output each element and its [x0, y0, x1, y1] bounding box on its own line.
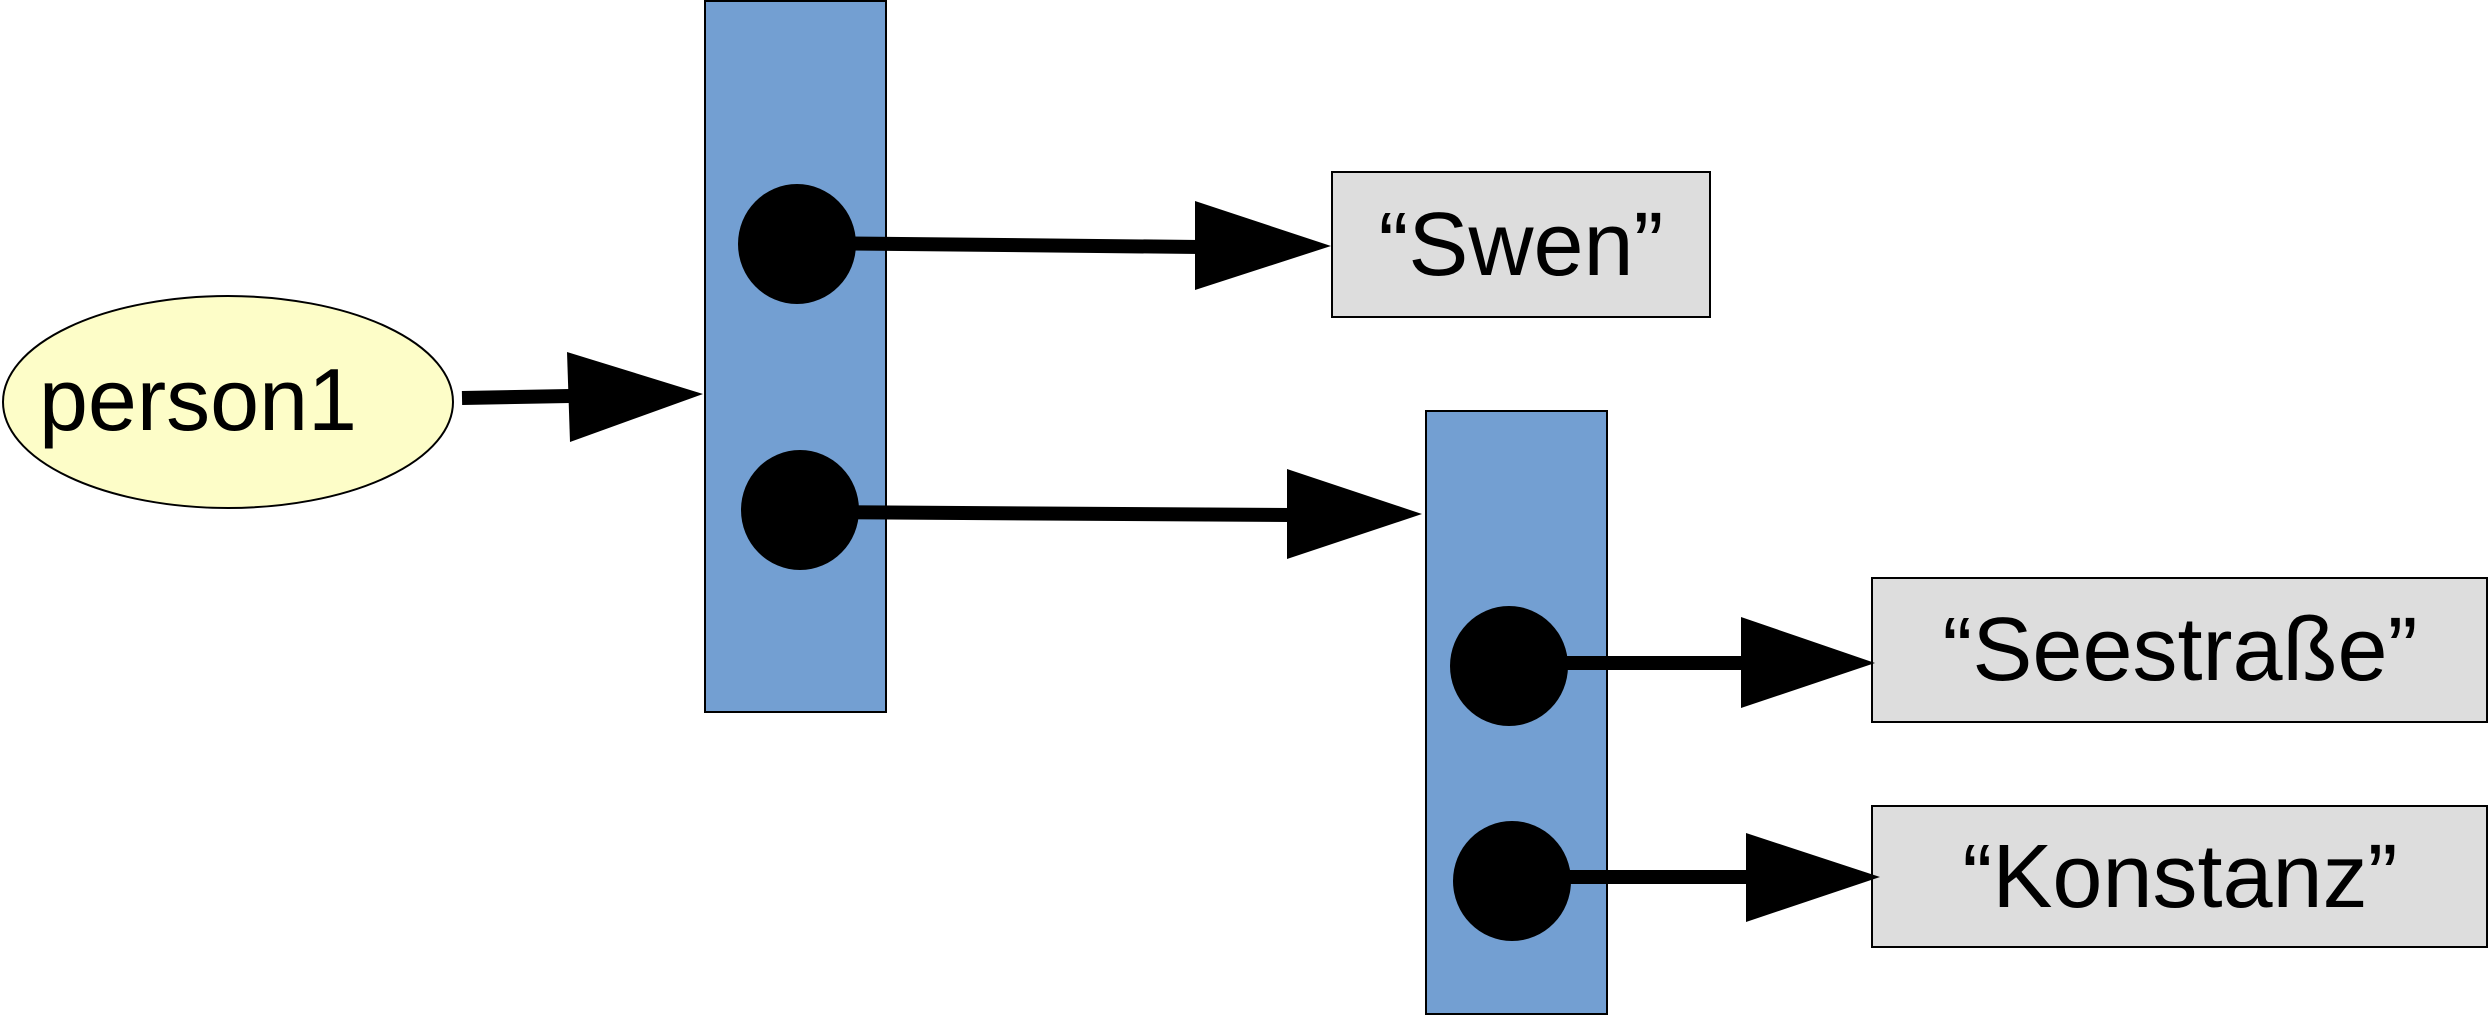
value-seestrasse-label: “Seestraße” — [1942, 600, 2417, 700]
value-konstanz-label: “Konstanz” — [1962, 827, 2397, 927]
person-object-box — [704, 0, 887, 713]
value-swen-box — [1331, 171, 1711, 318]
value-seestrasse: “Seestraße” — [1871, 577, 2488, 723]
value-swen-label: “Swen” — [1378, 195, 1663, 295]
street-field-dot — [1450, 606, 1568, 726]
city-field-dot — [1453, 821, 1571, 941]
arrow-name-reference — [799, 201, 1331, 290]
name-field-dot — [738, 184, 856, 304]
arrow-address-reference — [799, 469, 1422, 559]
address-field-dot — [741, 450, 859, 570]
arrow-variable-to-person — [461, 352, 703, 442]
value-konstanz: “Konstanz” — [1871, 805, 2488, 948]
value-swen: “Swen” — [1331, 171, 1711, 318]
value-konstanz-box — [1871, 805, 2488, 948]
variable-node: person1 — [2, 295, 454, 509]
value-seestrasse-box — [1871, 577, 2488, 723]
variable-ellipse — [2, 295, 454, 509]
variable-label: person1 — [39, 350, 357, 449]
